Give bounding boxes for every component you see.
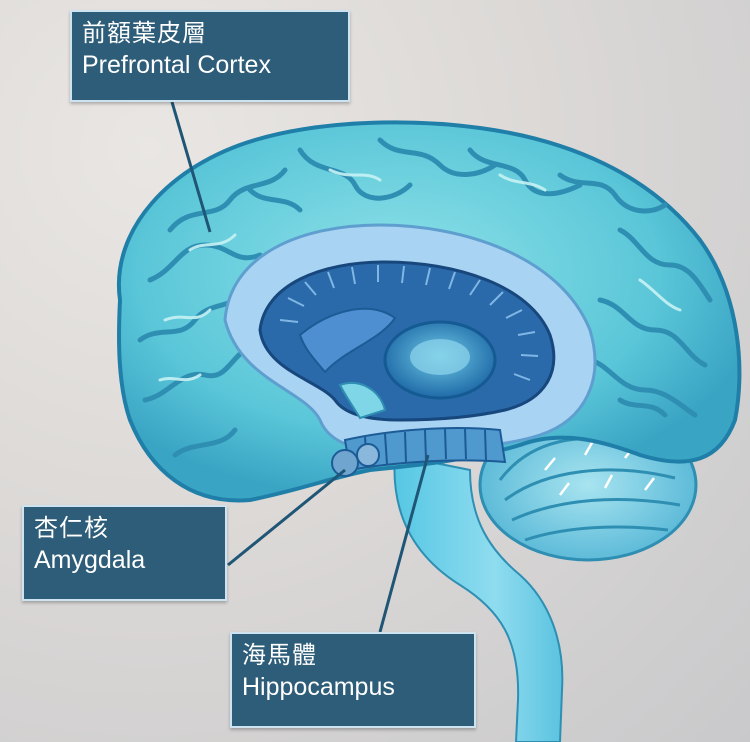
label-hippocampus-zh: 海馬體 [242,640,466,671]
label-hippocampus: 海馬體 Hippocampus [230,632,476,728]
label-prefrontal-cortex: 前額葉皮層 Prefrontal Cortex [70,10,350,102]
label-hippocampus-en: Hippocampus [242,671,466,703]
label-amygdala-zh: 杏仁核 [34,513,217,544]
label-prefrontal-zh: 前額葉皮層 [82,18,340,49]
label-amygdala: 杏仁核 Amygdala [22,505,227,601]
label-amygdala-en: Amygdala [34,544,217,576]
label-prefrontal-en: Prefrontal Cortex [82,49,340,81]
